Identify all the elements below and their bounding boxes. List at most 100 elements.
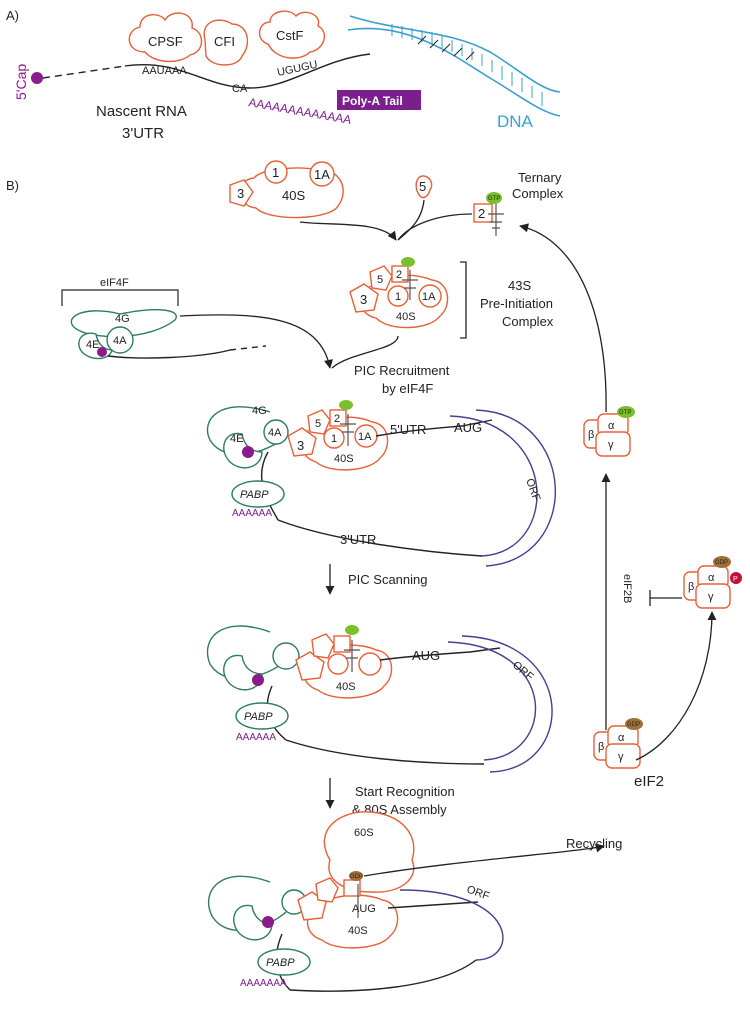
factor-5-free: 5 <box>415 175 433 199</box>
factor-2-label-43s: 2 <box>396 269 402 281</box>
cpsf-complex: CPSF <box>128 12 203 63</box>
start-recognition-line1: Start Recognition <box>355 784 455 799</box>
ca-label: CA <box>232 83 248 95</box>
arrow-recycling <box>363 843 605 877</box>
orf-label-rec: ORF <box>523 477 542 503</box>
arrow-eif4f-recruitment <box>179 314 333 369</box>
factor-3-label-top: 3 <box>237 186 244 201</box>
60s-label: 60S <box>354 827 374 839</box>
factor-1-label-43s: 1 <box>395 291 401 303</box>
gdp-label-p: GDP <box>715 560 728 566</box>
ternary-label-line1: Ternary <box>518 170 562 185</box>
pic-43s-complex: 40S 3 5 1 1A 2 <box>349 257 449 329</box>
panel-b-label: B) <box>6 178 19 193</box>
ternary-complex-icon: 2 GTP <box>473 192 504 236</box>
eif2-beta-gtp: β <box>588 429 594 441</box>
utr3-label-a: 3'UTR <box>122 125 164 142</box>
panel-a: A) 5'Cap CPSF CFI CstF AAUAAA CA UGUGU A… <box>6 8 561 142</box>
eif2-phospho-complex: β α γ GDP P <box>683 556 742 609</box>
orf-bracket-rec <box>449 415 538 557</box>
eif2-beta-gdp: β <box>598 741 604 753</box>
aug-label-rec: AUG <box>454 420 482 435</box>
polya-label-scan: AAAAAA <box>236 732 276 743</box>
gtp-label-eif2: GTP <box>619 410 631 416</box>
eif2-alpha-gtp: α <box>608 420 615 432</box>
eif2-label: eIF2 <box>634 773 664 790</box>
orf-bracket-80s <box>399 889 504 961</box>
pic-scanning-label: PIC Scanning <box>348 572 428 587</box>
mrna-top-solid <box>107 349 231 359</box>
cfi-complex: CFI <box>203 19 249 66</box>
gtp-label-tc: GTP <box>488 196 500 202</box>
factor-1a-label-rec: 1A <box>358 431 372 443</box>
factor-2-label-rec: 2 <box>334 413 340 425</box>
factor-1-label-rec: 1 <box>331 433 337 445</box>
eif2-beta-p: β <box>688 581 694 593</box>
gdp-label-80s: GDP <box>350 874 363 880</box>
pic-label-line3: Complex <box>502 314 554 329</box>
4g-label-rec: 4G <box>252 405 267 417</box>
eif2-gamma-gdp: γ <box>618 751 624 763</box>
polya-sequence: AAAAAAAAAAAAA <box>247 95 352 127</box>
eif2-gtp-complex: β α γ GTP <box>583 406 635 457</box>
dna-helix <box>347 15 561 117</box>
eif2b-inhibition <box>649 590 682 606</box>
factor-5-label-free: 5 <box>419 179 426 194</box>
mrna-80s <box>387 901 479 909</box>
pabp-scan <box>235 702 289 730</box>
cstf-complex: CstF <box>258 10 326 59</box>
recruitment-label-line2: by eIF4F <box>382 381 433 396</box>
factor-2-label-tc: 2 <box>478 206 485 221</box>
cap-label: 5'Cap <box>13 64 29 100</box>
pabp-label-scan: PABP <box>244 711 273 723</box>
4a-label-top: 4A <box>113 335 127 347</box>
recruitment-label-line1: PIC Recruitment <box>354 363 450 378</box>
utr5-label: 5'UTR <box>390 422 426 437</box>
arrow-to-ternary <box>519 223 607 413</box>
aug-label-scan: AUG <box>412 648 440 663</box>
nascent-rna-strand <box>124 53 371 89</box>
mrna-top-dashed <box>229 345 267 351</box>
nascent-rna-dashed <box>42 65 126 79</box>
polya-tail-box <box>337 90 421 110</box>
pic-label-line1: 43S <box>508 278 531 293</box>
factor-1a-label-top: 1A <box>314 167 330 182</box>
eif2-gamma-gtp: γ <box>608 439 614 451</box>
mrna-utr5-rec <box>375 419 493 437</box>
40s-label-43s: 40S <box>396 311 416 323</box>
pabp-rec <box>231 480 285 508</box>
mrna-utr5-scan <box>379 647 501 661</box>
factor-3-label-43s: 3 <box>360 292 367 307</box>
scanning-complex: 40S <box>206 625 393 699</box>
40s-label-top: 40S <box>282 188 305 203</box>
factor-5-label-43s: 5 <box>377 274 383 286</box>
recycling-label: Recycling <box>566 836 622 851</box>
factor-1-label-top: 1 <box>272 165 279 180</box>
pic-label-line2: Pre-Initiation <box>480 296 553 311</box>
4g-label-top: 4G <box>115 313 130 325</box>
mrna-utr3-rec <box>277 519 483 557</box>
cstf-label: CstF <box>276 28 304 43</box>
nascent-rna-label: Nascent RNA <box>96 103 187 120</box>
eif4f-bracket <box>61 289 179 306</box>
factor-3-label-rec: 3 <box>297 438 304 453</box>
eif4f-label: eIF4F <box>100 277 129 289</box>
dna-label: DNA <box>497 112 534 131</box>
40s-label-rec: 40S <box>334 453 354 465</box>
panel-a-label: A) <box>6 8 19 23</box>
pabp-label-rec: PABP <box>240 489 269 501</box>
aug-label-80s: AUG <box>352 903 376 915</box>
ternary-label-line2: Complex <box>512 186 564 201</box>
cpsf-label: CPSF <box>148 34 183 49</box>
orf-label-80s: ORF <box>465 884 491 903</box>
orf-bracket-rec-outer <box>475 409 557 567</box>
arrow-40s-to-43s <box>299 221 397 241</box>
ugugu-label: UGUGU <box>276 59 319 79</box>
pabp-label-80s: PABP <box>266 957 295 969</box>
aauaaa-label: AAUAAA <box>142 65 187 77</box>
pabp-80s <box>257 948 311 976</box>
eif2-gdp-complex: β α γ GDP <box>593 718 643 769</box>
orf-bracket-scan-outer <box>461 635 553 773</box>
cfi-label: CFI <box>214 34 235 49</box>
